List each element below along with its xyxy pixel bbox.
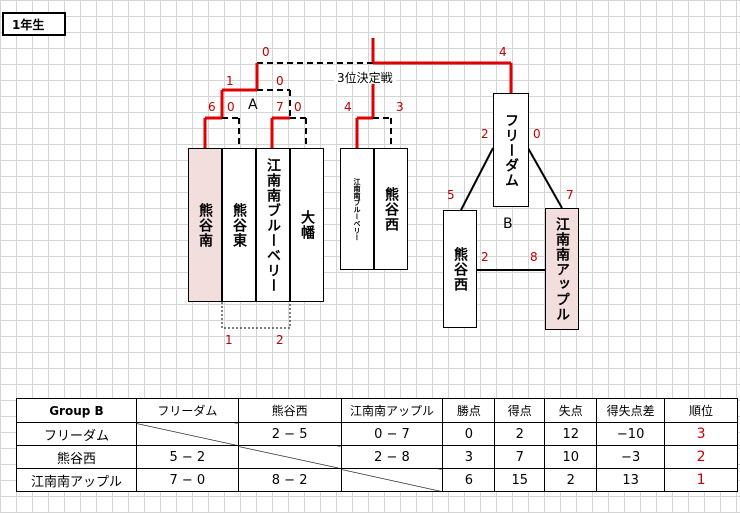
team-cell: 江南南アップル: [16, 468, 137, 492]
score-m1-right: 0: [227, 100, 235, 114]
table-row: 江南南アップル 7 − 0 8 − 2 6 15 2 13 1: [16, 468, 738, 492]
group-b-label: B: [503, 216, 513, 232]
result-cell: 2 − 5: [237, 422, 342, 446]
goal-diff-cell: 13: [596, 468, 666, 492]
result-cell: 5 − 2: [135, 445, 239, 469]
rank-cell: 2: [664, 445, 738, 469]
standings-table: Group B フリーダム 熊谷西 江南南アップル 勝点 得点 失点 得失点差 …: [16, 398, 738, 492]
result-cell: 2 − 8: [340, 445, 444, 469]
score-semi-right: 0: [276, 74, 284, 88]
score-final-right: 4: [499, 45, 507, 59]
team-name: 熊谷南: [197, 202, 213, 248]
result-cell-empty: [135, 422, 239, 446]
b-line-free-apple: [527, 147, 563, 209]
score-final-left: 0: [262, 45, 270, 59]
score-apple-vs-free: 7: [566, 188, 574, 202]
header-cell: 勝点: [442, 398, 496, 423]
points-cell: 6: [442, 468, 496, 492]
team-box-third-2: 熊谷西: [374, 148, 408, 270]
team-box-third-1: 江南南ブルーベリー: [340, 148, 374, 270]
goals-for-cell: 7: [494, 445, 546, 469]
result-cell: 7 − 0: [135, 468, 239, 492]
rank-cell: 1: [664, 468, 738, 492]
team-box-b1: フリーダム: [493, 93, 529, 207]
team-name: 熊谷西: [452, 246, 468, 292]
bracket-lines: [203, 38, 563, 329]
team-name: 江南南ブルーベリー: [265, 157, 281, 293]
goals-against-cell: 10: [544, 445, 598, 469]
team-cell: 熊谷西: [16, 445, 137, 469]
score-apple-vs-nishi: 8: [530, 250, 538, 264]
team-box-b2: 熊谷西: [443, 210, 477, 328]
team-name: 江南南ブルーベリー: [353, 177, 361, 241]
rank-cell: 3: [664, 422, 738, 446]
points-cell: 0: [442, 422, 496, 446]
goal-diff-cell: −10: [596, 422, 666, 446]
header-cell: フリーダム: [135, 398, 239, 423]
third-place-label: 3位決定戦: [334, 72, 396, 84]
result-cell-empty: [237, 445, 342, 469]
team-name: 江南南アップル: [554, 216, 570, 322]
goals-for-cell: 2: [494, 422, 546, 446]
header-cell: Group B: [16, 398, 137, 423]
team-box-a2: 熊谷東: [222, 148, 256, 302]
team-name: フリーダム: [503, 112, 519, 188]
goals-against-cell: 12: [544, 422, 598, 446]
score-free-vs-apple: 0: [533, 127, 541, 141]
team-box-a3: 江南南ブルーベリー: [256, 148, 290, 302]
result-cell: 8 − 2: [237, 468, 342, 492]
header-cell: 得失点差: [596, 398, 666, 423]
result-cell-empty: [340, 468, 444, 492]
group-a-label: A: [248, 97, 258, 113]
table-row: 熊谷西 5 − 2 2 − 8 3 7 10 −3 2: [16, 445, 738, 469]
team-box-b3: 江南南アップル: [545, 208, 579, 330]
page-title: 1年生: [2, 12, 66, 36]
table-row: フリーダム 2 − 5 0 − 7 0 2 12 −10 3: [16, 422, 738, 446]
goal-diff-cell: −3: [596, 445, 666, 469]
score-nishi-vs-apple: 2: [481, 250, 489, 264]
team-box-a4: 大幡: [290, 148, 324, 302]
team-box-a1: 熊谷南: [188, 148, 222, 302]
points-cell: 3: [442, 445, 496, 469]
score-free-vs-nishi: 2: [481, 127, 489, 141]
team-name: 熊谷西: [383, 186, 399, 232]
goals-against-cell: 2: [544, 468, 598, 492]
header-cell: 順位: [664, 398, 738, 423]
b-line-free-nishi: [460, 147, 494, 211]
score-third-left: 4: [344, 100, 352, 114]
score-nishi-vs-free: 5: [447, 188, 455, 202]
goals-for-cell: 15: [494, 468, 546, 492]
header-cell: 熊谷西: [237, 398, 342, 423]
score-bottom-right: 2: [276, 333, 284, 347]
score-m2-left: 7: [276, 100, 284, 114]
header-cell: 失点: [544, 398, 598, 423]
score-third-right: 3: [396, 100, 404, 114]
score-m2-right: 0: [294, 100, 302, 114]
score-bottom-left: 1: [225, 333, 233, 347]
score-semi-left: 1: [226, 74, 234, 88]
table-header-row: Group B フリーダム 熊谷西 江南南アップル 勝点 得点 失点 得失点差 …: [16, 398, 738, 423]
header-cell: 江南南アップル: [340, 398, 444, 423]
team-name: 大幡: [299, 210, 315, 240]
team-name: 熊谷東: [231, 202, 247, 248]
team-cell: フリーダム: [16, 422, 137, 446]
score-m1-left: 6: [208, 100, 216, 114]
bottom-connector: [221, 302, 291, 329]
header-cell: 得点: [494, 398, 546, 423]
result-cell: 0 − 7: [340, 422, 444, 446]
